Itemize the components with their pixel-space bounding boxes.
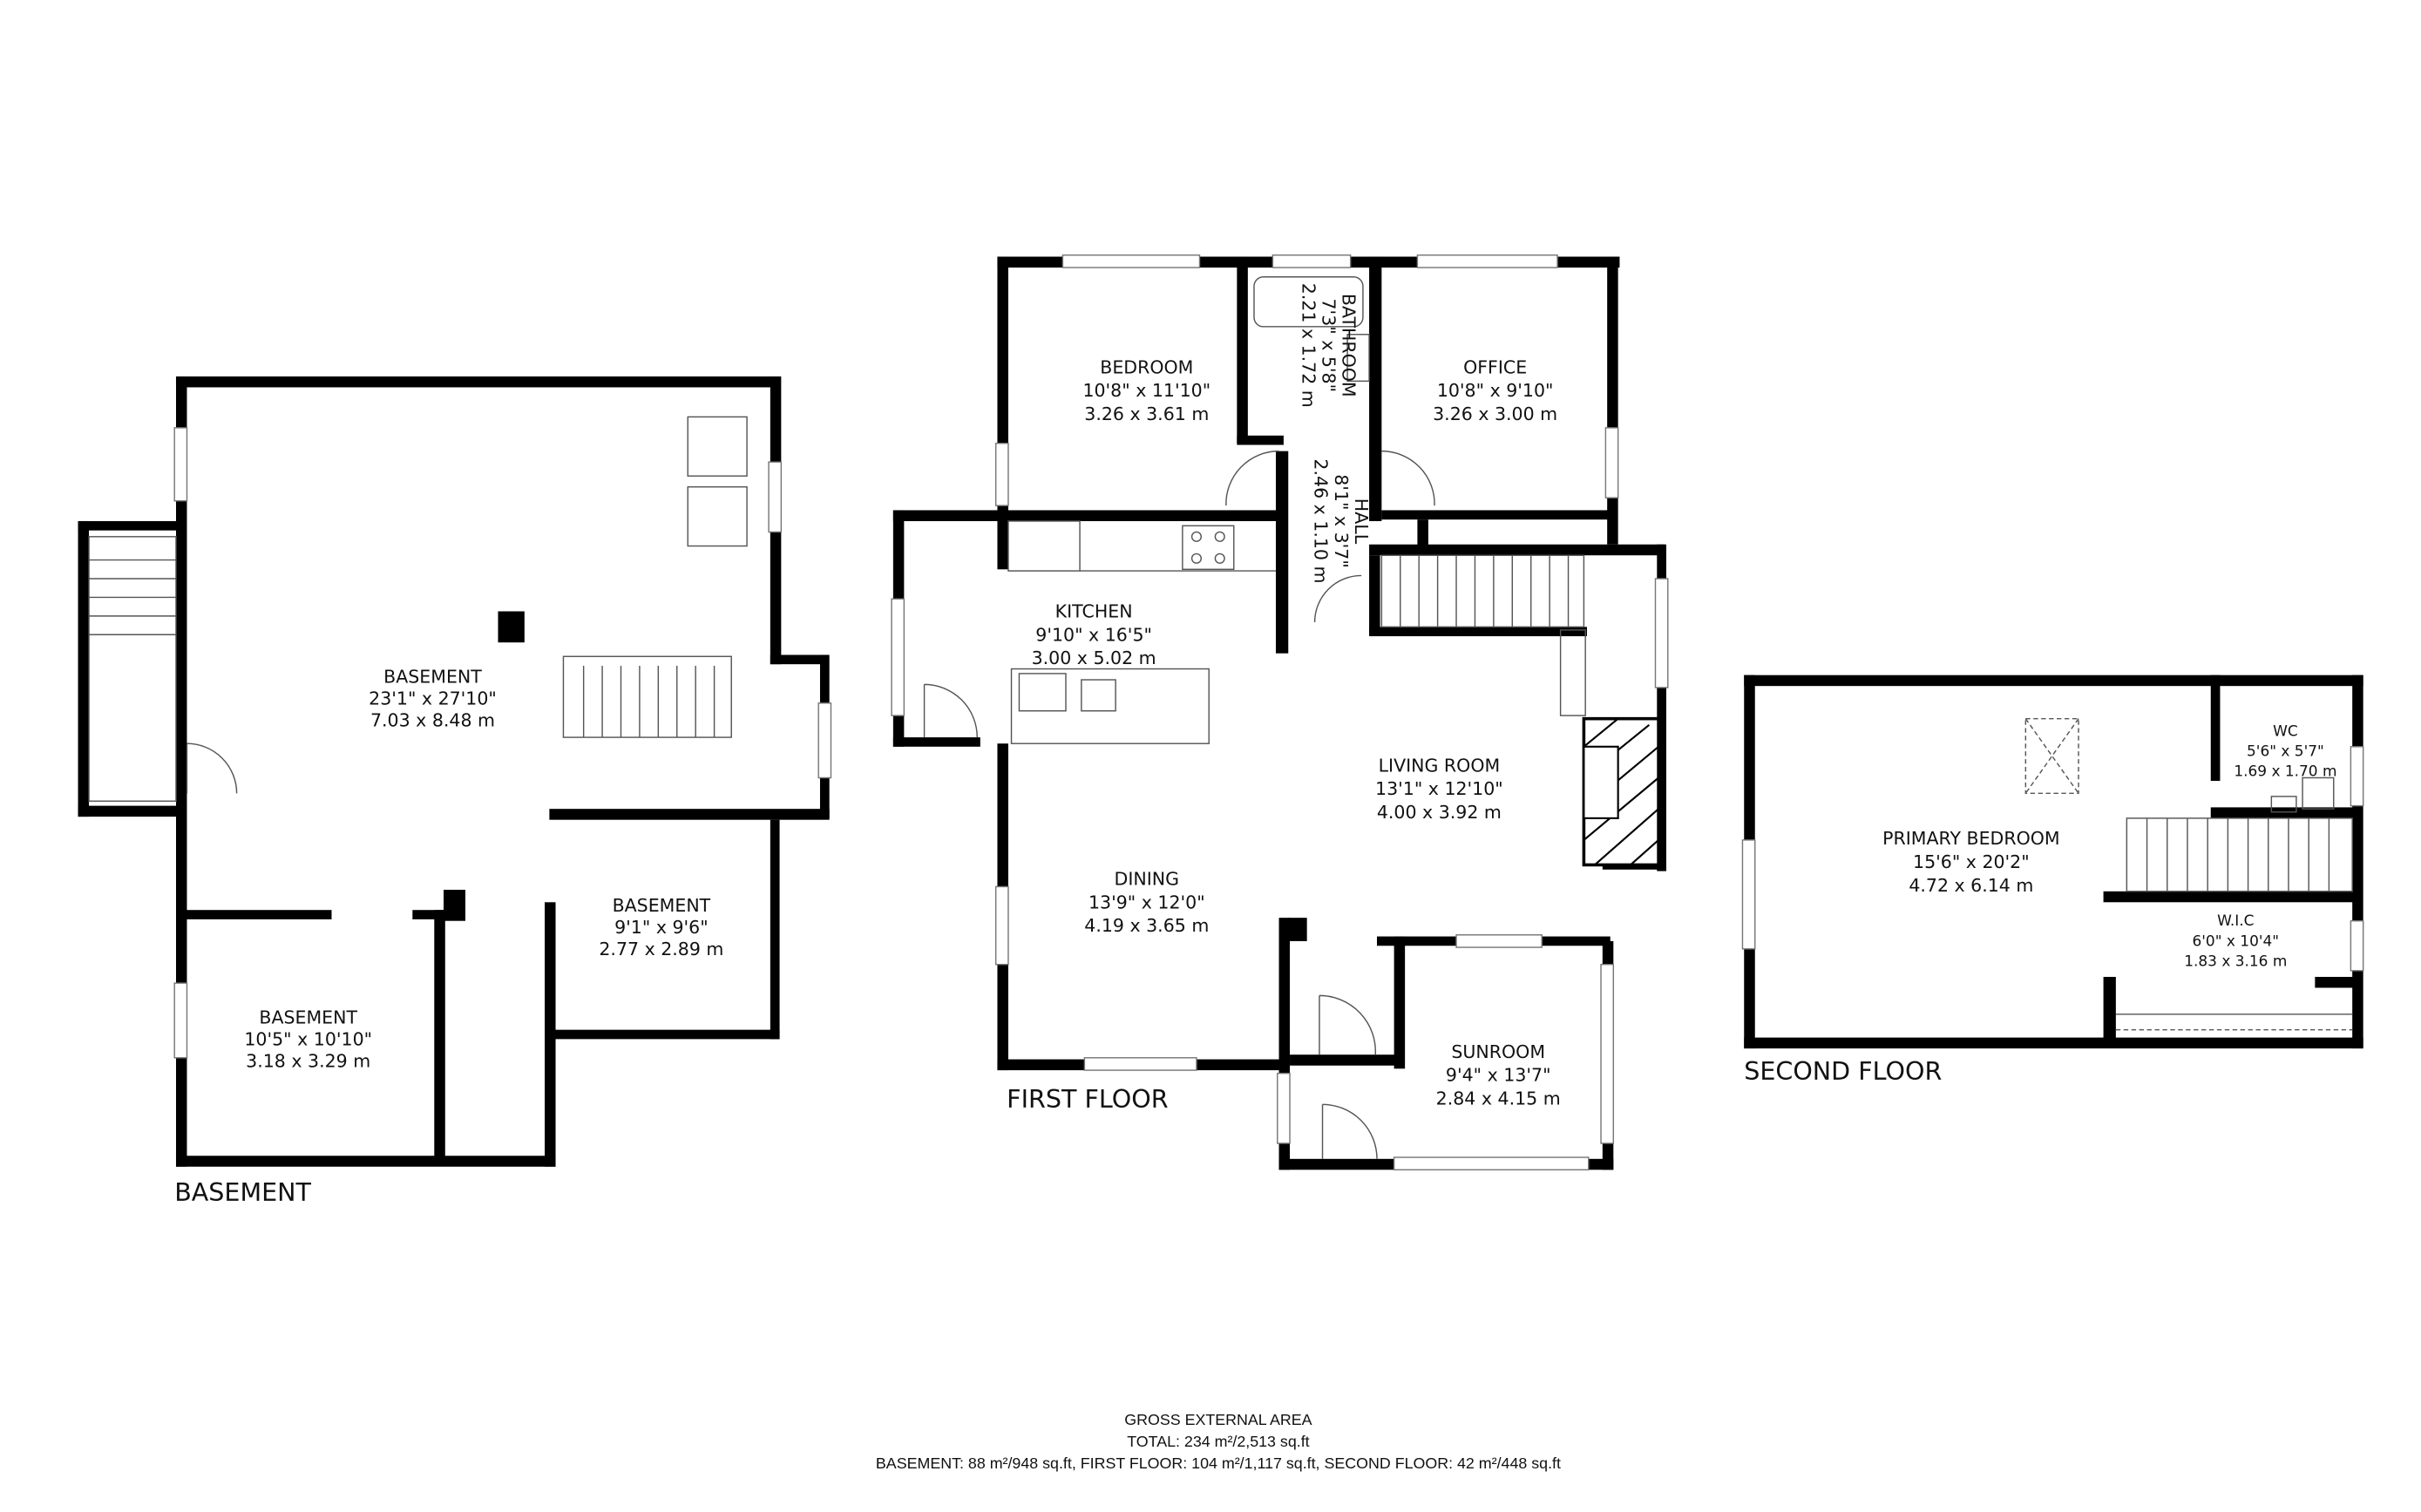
area-breakdown: BASEMENT: 88 m²/948 sq.ft, FIRST FLOOR: … bbox=[876, 1454, 1561, 1472]
first-floor-plan: BEDROOM 10'8" x 11'10"3.26 x 3.61 m BATHR… bbox=[891, 254, 1669, 1171]
room-size-imperial: 13'9" x 12'0" bbox=[1088, 892, 1205, 912]
room-size-imperial: 6'0" x 10'4" bbox=[2193, 932, 2280, 949]
room-size-metric: 4.19 x 3.65 m bbox=[1084, 915, 1209, 936]
room-name: PRIMARY BEDROOM bbox=[1882, 828, 2060, 849]
room-size-metric: 2.84 x 4.15 m bbox=[1436, 1088, 1561, 1109]
room-size-imperial: 13'1" x 12'10" bbox=[1375, 778, 1503, 799]
room-name: W.I.C bbox=[2217, 912, 2254, 929]
svg-text:BATHROOM7'3" x 5'8"2.21 x 1.72: BATHROOM7'3" x 5'8"2.21 x 1.72 m bbox=[1298, 283, 1359, 408]
stairs bbox=[2024, 717, 2353, 1031]
room-size-imperial: 9'1" x 9'6" bbox=[614, 917, 709, 938]
area-heading: GROSS EXTERNAL AREA bbox=[1124, 1411, 1312, 1428]
room-size-metric: 3.18 x 3.29 m bbox=[246, 1050, 370, 1071]
room-size-metric: 2.21 x 1.72 m bbox=[1298, 283, 1319, 408]
floor-title-second: SECOND FLOOR bbox=[1744, 1056, 1942, 1086]
room-size-metric: 1.69 x 1.70 m bbox=[2234, 763, 2336, 780]
room-name: LIVING ROOM bbox=[1379, 755, 1501, 776]
svg-text:WC5'6" x 5'7"1.69 x 1.70 m: WC 5'6" x 5'7" 1.69 x 1.70 m bbox=[2234, 722, 2336, 779]
room-name: HALL bbox=[1351, 498, 1372, 545]
room-size-metric: 7.03 x 8.48 m bbox=[370, 710, 495, 731]
room-size-metric: 3.00 x 5.02 m bbox=[1032, 648, 1156, 668]
room-name: BASEMENT bbox=[259, 1007, 357, 1028]
svg-text:W.I.C6'0" x 10'4"1.83 x 3.16 m: W.I.C 6'0" x 10'4" 1.83 x 3.16 m bbox=[2184, 912, 2287, 969]
room-name: OFFICE bbox=[1463, 356, 1527, 377]
room-size-metric: 4.00 x 3.92 m bbox=[1377, 802, 1502, 823]
room-size-imperial: 15'6" x 20'2" bbox=[1913, 851, 2030, 872]
room-name: KITCHEN bbox=[1055, 601, 1133, 622]
room-size-imperial: 10'5" x 10'10" bbox=[244, 1029, 372, 1050]
room-size-imperial: 5'6" x 5'7" bbox=[2247, 742, 2324, 760]
room-size-metric: 2.77 x 2.89 m bbox=[599, 939, 723, 959]
room-size-imperial: 23'1" x 27'10" bbox=[369, 688, 497, 709]
room-name: SUNROOM bbox=[1451, 1041, 1545, 1062]
svg-text:HALL8'1" x 3'7"2.46 x 1.10 m: HALL8'1" x 3'7"2.46 x 1.10 m bbox=[1311, 458, 1372, 583]
room-size-imperial: 9'4" x 13'7" bbox=[1446, 1065, 1551, 1086]
room-name: WC bbox=[2273, 722, 2298, 739]
room-name: BASEMENT bbox=[383, 667, 482, 688]
room-name: BEDROOM bbox=[1100, 356, 1193, 377]
room-name: BATHROOM bbox=[1339, 294, 1360, 397]
room-size-imperial: 7'3" x 5'8" bbox=[1319, 298, 1339, 392]
room-size-imperial: 8'1" x 3'7" bbox=[1331, 474, 1352, 568]
stairs bbox=[88, 416, 748, 802]
room-size-imperial: 10'8" x 11'10" bbox=[1082, 380, 1210, 401]
area-summary: GROSS EXTERNAL AREA TOTAL: 234 m²/2,513 … bbox=[876, 1411, 1561, 1472]
area-total: TOTAL: 234 m²/2,513 sq.ft bbox=[1127, 1433, 1309, 1450]
room-size-metric: 2.46 x 1.10 m bbox=[1311, 458, 1332, 583]
room-size-imperial: 9'10" x 16'5" bbox=[1035, 624, 1152, 645]
room-size-imperial: 10'8" x 9'10" bbox=[1437, 380, 1554, 401]
room-name: DINING bbox=[1115, 869, 1180, 890]
floor-title-first: FIRST FLOOR bbox=[1007, 1084, 1169, 1114]
room-size-metric: 4.72 x 6.14 m bbox=[1909, 875, 2033, 896]
fireplace bbox=[1582, 716, 1660, 867]
fixtures bbox=[923, 276, 1586, 1159]
room-name: BASEMENT bbox=[613, 895, 711, 916]
floor-title-basement: BASEMENT bbox=[174, 1177, 311, 1207]
room-size-metric: 1.83 x 3.16 m bbox=[2184, 952, 2287, 969]
room-size-metric: 3.26 x 3.61 m bbox=[1084, 403, 1209, 424]
room-size-metric: 3.26 x 3.00 m bbox=[1433, 403, 1557, 424]
